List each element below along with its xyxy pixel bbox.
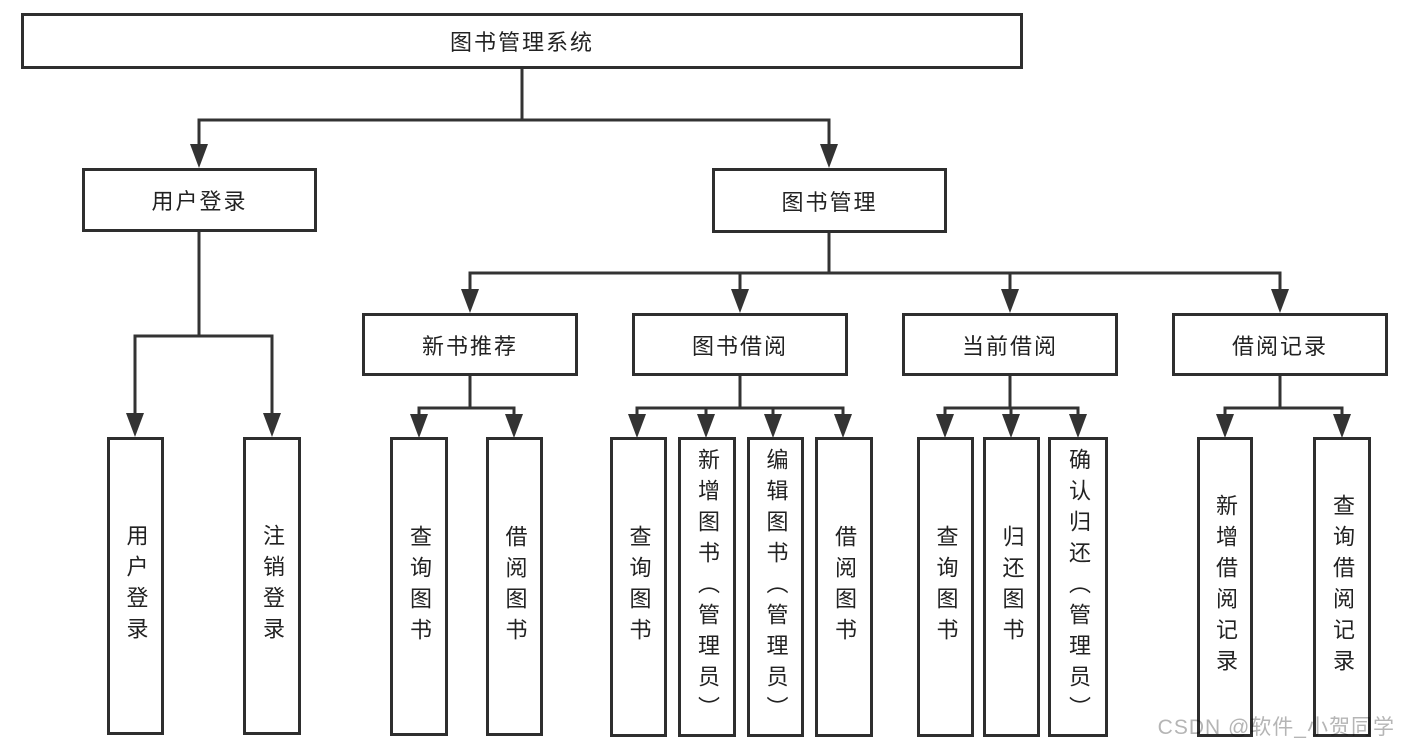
- node-leaf-query-book-1: 查询图书: [390, 437, 448, 736]
- node-leaf-add-book-admin-label: 新增图书（管理员）: [695, 447, 720, 727]
- node-borrow-record: 借阅记录: [1172, 313, 1388, 376]
- node-leaf-query-book-1-label: 查询图书: [407, 524, 432, 649]
- node-leaf-user-login: 用户登录: [107, 437, 164, 735]
- node-new-book-recommend-label: 新书推荐: [421, 333, 518, 359]
- node-new-book-recommend: 新书推荐: [362, 313, 578, 376]
- node-leaf-borrow-book-2-label: 借阅图书: [832, 525, 857, 649]
- node-library-system-label: 图书管理系统: [449, 30, 594, 55]
- connector-new-book-children: [410, 376, 523, 438]
- node-book-management-label: 图书管理: [781, 189, 878, 215]
- node-leaf-user-login-label: 用户登录: [123, 524, 149, 648]
- node-leaf-edit-book-admin-label: 编辑图书（管理员）: [763, 447, 789, 727]
- connector-current-borrow-children: [936, 376, 1087, 438]
- node-library-system: 图书管理系统: [21, 13, 1023, 69]
- connector-root-to-level2: [190, 69, 838, 168]
- node-book-borrow-label: 图书借阅: [691, 333, 788, 359]
- node-leaf-add-borrow-record-label: 新增借阅记录: [1213, 494, 1238, 680]
- node-leaf-query-book-3-label: 查询图书: [933, 525, 959, 649]
- node-leaf-query-borrow-record-label: 查询借阅记录: [1330, 494, 1355, 680]
- node-leaf-edit-book-admin: 编辑图书（管理员）: [747, 437, 804, 737]
- node-book-management: 图书管理: [712, 168, 947, 233]
- node-leaf-query-book-2: 查询图书: [610, 437, 667, 737]
- csdn-watermark: CSDN @软件_小贺同学: [1157, 716, 1395, 739]
- node-leaf-add-borrow-record: 新增借阅记录: [1197, 437, 1253, 737]
- node-current-borrow-label: 当前借阅: [961, 333, 1058, 359]
- node-leaf-borrow-book-2: 借阅图书: [815, 437, 873, 737]
- connector-book-borrow-children: [628, 376, 852, 438]
- node-leaf-logout-label: 注销登录: [260, 524, 285, 648]
- node-user-login-label: 用户登录: [151, 189, 248, 214]
- connector-user-login-children: [126, 232, 281, 437]
- node-current-borrow: 当前借阅: [902, 313, 1118, 376]
- connector-borrow-record-children: [1216, 376, 1351, 438]
- node-leaf-query-book-2-label: 查询图书: [626, 525, 652, 649]
- node-leaf-query-borrow-record: 查询借阅记录: [1313, 437, 1371, 737]
- connector-book-management-children: [461, 233, 1289, 313]
- node-leaf-return-book-label: 归还图书: [999, 525, 1025, 649]
- node-leaf-return-book: 归还图书: [983, 437, 1040, 737]
- node-leaf-add-book-admin: 新增图书（管理员）: [678, 437, 736, 737]
- node-leaf-confirm-return-admin-label: 确认归还（管理员）: [1066, 447, 1091, 727]
- node-book-borrow: 图书借阅: [632, 313, 848, 376]
- node-leaf-borrow-book-1-label: 借阅图书: [502, 524, 528, 649]
- node-leaf-logout: 注销登录: [243, 437, 301, 735]
- node-user-login: 用户登录: [82, 168, 317, 232]
- node-borrow-record-label: 借阅记录: [1231, 333, 1328, 359]
- node-leaf-confirm-return-admin: 确认归还（管理员）: [1048, 437, 1108, 737]
- node-leaf-borrow-book-1: 借阅图书: [486, 437, 543, 736]
- node-leaf-query-book-3: 查询图书: [917, 437, 974, 737]
